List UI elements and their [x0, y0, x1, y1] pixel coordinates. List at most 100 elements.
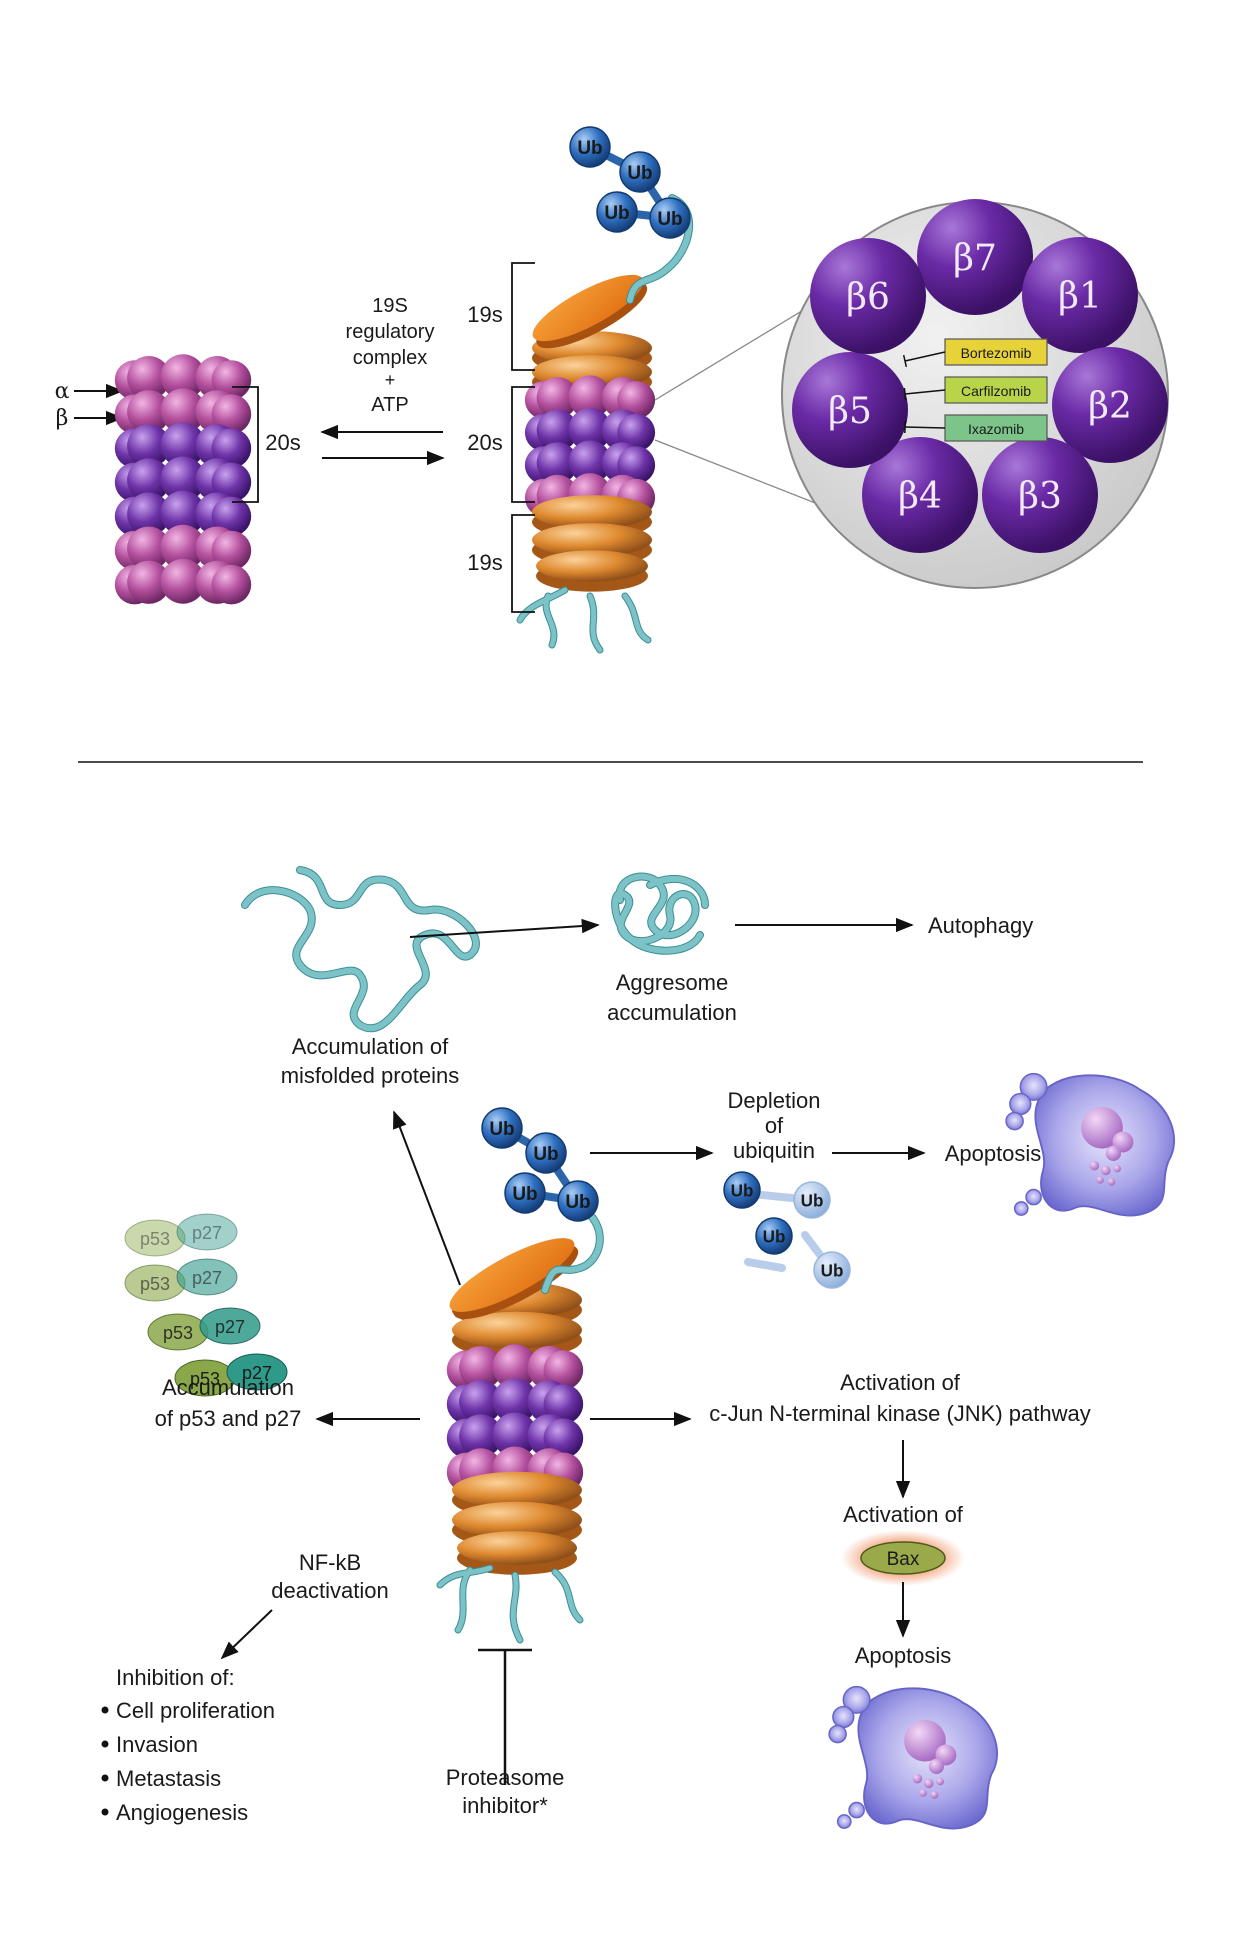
nfkb-label-2: deactivation: [271, 1578, 388, 1603]
arrow-to-inhibition: [220, 1609, 273, 1660]
proteasome-core-top-sphere: [536, 409, 579, 452]
center-lid-disk-face: [449, 1238, 575, 1312]
central-proteasome-core-sphere: [543, 1350, 584, 1390]
beta-subunit-label-4: β3: [1018, 476, 1062, 517]
p27-label-2: p27: [192, 1268, 222, 1288]
beta-subunit-6: [792, 352, 908, 468]
zoom-line-bottom: [654, 439, 834, 511]
drug-box-3: [944, 414, 1048, 442]
apoptotic-cell-top-granule-2: [1113, 1164, 1121, 1173]
arrow-to-misfolded: [393, 1110, 461, 1286]
beta-subunit-label-2: β1: [1058, 276, 1102, 317]
scatter-ub-2-label: Ub: [801, 1191, 824, 1210]
center-ub-2-label: Ub: [533, 1144, 558, 1165]
core-particle-20s: [114, 354, 252, 605]
drug-label-3: Ixazomib: [968, 421, 1024, 437]
complex-label-1: 19S: [372, 295, 408, 317]
central-proteasome-core-sphere: [543, 1418, 584, 1458]
top-ub-3: [596, 191, 638, 233]
core-particle-20s-sphere: [127, 458, 171, 502]
depletion-label-3: ubiquitin: [733, 1138, 815, 1163]
top-lid-disk: [532, 274, 648, 349]
top-ub-3-label: Ub: [604, 203, 629, 224]
p27-ellipse-3: [199, 1307, 261, 1345]
core-particle-20s-sphere: [160, 558, 206, 604]
core-particle-20s-sphere: [211, 360, 252, 400]
scatter-ub-3-label: Ub: [763, 1227, 786, 1246]
apoptotic-cell-top-bleb-4: [1013, 1201, 1029, 1216]
central-proteasome-core-sphere: [492, 1344, 538, 1390]
complex-label-2: regulatory: [346, 321, 435, 343]
top-ub-2: [619, 151, 661, 193]
label-20s-right: 20s: [467, 430, 502, 455]
apoptotic-cell-bottom: [828, 1685, 998, 1830]
beta-subunit-2: [1022, 237, 1138, 353]
core-particle-20s-sphere: [211, 462, 252, 503]
central-proteasome-core-sphere: [543, 1384, 584, 1424]
bracket-20s-left: [232, 386, 259, 503]
top-ub-2-label: Ub: [627, 163, 652, 184]
drug-box-1: [944, 338, 1048, 366]
proteasome-core-top-sphere: [617, 446, 656, 484]
aggresome-strand: [612, 873, 708, 954]
aggresome-label-1: Aggresome: [616, 970, 729, 995]
center-tail-strands: [437, 1565, 583, 1643]
core-particle-20s-sphere: [211, 530, 252, 571]
core-particle-20s-sphere: [160, 490, 206, 536]
scatter-ub-bond-3: [744, 1258, 786, 1272]
inhibitor-label-2: inhibitor*: [462, 1793, 548, 1818]
beta-label: β: [56, 406, 69, 431]
inhibitor-label-1: Proteasome: [446, 1765, 565, 1790]
top-cap-lower-3-top: [536, 550, 648, 582]
apoptotic-cell-top-bleb-3: [1025, 1188, 1042, 1206]
p53-label-2: p53: [140, 1274, 170, 1294]
apoptotic-cell-bottom-nucleus: [904, 1719, 946, 1762]
center-substrate-strand: [542, 1207, 603, 1293]
apoptotic-cell-top-nucleus: [1081, 1106, 1123, 1149]
scatter-ub-3: [755, 1217, 793, 1255]
proteasome-core-top-sphere: [536, 442, 579, 484]
central-proteasome-core-sphere: [459, 1414, 503, 1458]
core-particle-20s-sphere: [127, 390, 171, 434]
top-cap-lower-3: [536, 550, 648, 592]
alpha-label: α: [55, 379, 70, 404]
arrow-to-aggresome: [409, 918, 600, 938]
central-proteasome-core-sphere: [459, 1345, 503, 1390]
apoptotic-cell-bottom-granule-4: [930, 1791, 939, 1799]
core-particle-20s-sphere: [211, 428, 252, 469]
top-cap-lower-top: [532, 495, 652, 529]
top-lid-disk-face: [532, 274, 644, 342]
core-particle-20s-sphere: [211, 564, 252, 605]
apoptotic-cell-top-granule-1: [1101, 1165, 1111, 1176]
central-proteasome-core-sphere: [459, 1380, 503, 1424]
depletion-label-2: of: [765, 1113, 784, 1138]
apoptotic-cell-top-granule-4: [1107, 1178, 1116, 1186]
beta-subunit-label-3: β2: [1088, 386, 1132, 427]
bax-activation-label: Activation of: [843, 1502, 964, 1527]
top-ub-4: [649, 197, 691, 239]
apoptotic-cell-top-bleb-2: [1005, 1111, 1024, 1131]
bax-ellipse: [860, 1541, 946, 1575]
aggresome-label-2: accumulation: [607, 1000, 737, 1025]
depletion-label-1: Depletion: [728, 1088, 821, 1113]
apoptotic-cell-bottom-granule-0: [912, 1774, 923, 1784]
apoptotic-cell-bottom-bleb-0: [842, 1685, 871, 1714]
apoptotic-cell-top-granule-0: [1089, 1161, 1100, 1171]
inhibition-title: Inhibition of:: [116, 1665, 235, 1690]
bracket-20s-right: [511, 386, 535, 503]
proteasome-core-top-sphere: [617, 413, 656, 452]
apoptotic-cell-bottom-granule-3: [919, 1789, 927, 1797]
center-ub-3: [504, 1172, 546, 1214]
apoptotic-cell-top-granule-3: [1096, 1176, 1104, 1184]
drug-inhibit-2-line: [904, 389, 946, 395]
apoptotic-cell-top-bleb-0: [1019, 1072, 1048, 1101]
top-ub-1-label: Ub: [577, 138, 602, 159]
bax-label: Bax: [887, 1549, 920, 1570]
inhibition-bullet-4: [101, 1808, 109, 1816]
p53p27-label-1: Accumulation: [162, 1375, 294, 1400]
apoptotic-cell-top-vesicle-2: [1105, 1145, 1121, 1161]
core-particle-20s-sphere: [127, 424, 171, 468]
proteasome-core-top-sphere: [568, 440, 612, 484]
core-particle-20s-sphere: [127, 526, 171, 570]
